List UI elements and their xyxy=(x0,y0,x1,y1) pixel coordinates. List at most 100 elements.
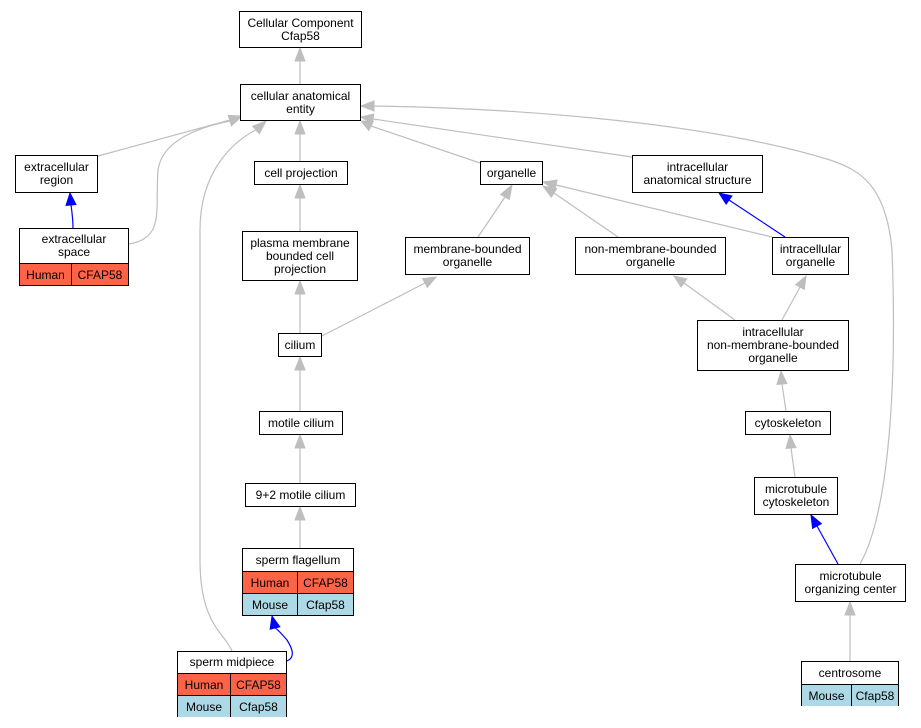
edge-arrowhead xyxy=(294,505,306,521)
node-membrane-bounded-organelle[interactable]: membrane-bounded organelle xyxy=(405,237,530,275)
node-label: non-membrane-bounded organelle xyxy=(584,242,717,269)
edge-arrowhead xyxy=(672,275,688,288)
gene-cell: Cfap58 xyxy=(297,594,353,615)
node-cytoskeleton[interactable]: cytoskeleton xyxy=(745,411,831,435)
edge-intracellular_nmbo-to-non_membrane_bounded_organelle xyxy=(683,282,736,321)
edge-arrowhead xyxy=(294,119,306,135)
node-label: plasma membrane bounded cell projection xyxy=(250,235,350,276)
species-cell: Human xyxy=(243,572,297,593)
edge-arrowhead xyxy=(269,614,281,630)
species-cell: Mouse xyxy=(178,696,230,717)
edge-arrowhead xyxy=(294,433,306,449)
node-centrosome[interactable]: centrosome Mouse Cfap58 xyxy=(801,661,899,706)
node-label: extracellular space xyxy=(41,232,107,259)
annotation-row-human: Human CFAP58 xyxy=(178,673,286,695)
edge-extracellular_space-to-cae xyxy=(128,120,231,245)
node-label: intracellular non-membrane-bounded organ… xyxy=(706,325,840,365)
edge-arrowhead xyxy=(794,274,807,291)
species-cell: Mouse xyxy=(802,685,851,706)
node-label: membrane-bounded organelle xyxy=(413,242,522,269)
gene-cell: CFAP58 xyxy=(297,572,353,593)
node-label: intracellular organelle xyxy=(779,242,842,269)
edge-non_membrane_bounded_organelle-to-organelle xyxy=(553,192,619,238)
node-label: cilium xyxy=(284,337,316,352)
node-label: microtubule cytoskeleton xyxy=(762,482,830,509)
edge-arrowhead xyxy=(785,433,797,449)
edge-sperm_midpiece-to-cae xyxy=(199,129,257,652)
edge-intracellular_anatomical_structure-to-cae xyxy=(372,118,633,158)
edge-arrowhead xyxy=(421,276,438,289)
edge-arrowhead xyxy=(294,355,306,371)
gene-cell: Cfap58 xyxy=(230,696,286,717)
node-microtubule-cytoskeleton[interactable]: microtubule cytoskeleton xyxy=(754,477,838,515)
gene-cell: CFAP58 xyxy=(71,264,128,285)
edge-microtubule_cytoskeleton-to-cytoskeleton xyxy=(790,447,796,478)
node-intracellular-organelle[interactable]: intracellular organelle xyxy=(772,237,849,275)
edge-intracellular_nmbo-to-intracellular_organelle xyxy=(781,286,801,321)
edge-arrowhead xyxy=(844,600,856,616)
gene-cell: CFAP58 xyxy=(230,674,286,695)
species-cell: Human xyxy=(20,264,71,285)
edge-intracellular_organelle-to-organelle xyxy=(555,184,773,238)
node-motile-cilium[interactable]: motile cilium xyxy=(259,411,343,435)
edge-arrowhead xyxy=(251,120,268,135)
annotation-row-human: Human CFAP58 xyxy=(243,571,353,593)
node-label: Cellular Component Cfap58 xyxy=(247,15,354,43)
node-cilium[interactable]: cilium xyxy=(278,333,322,357)
edge-extracellular_space-to-extracellular_region xyxy=(70,204,74,229)
node-intracellular-non-membrane-bounded-organelle[interactable]: intracellular non-membrane-bounded organ… xyxy=(697,320,849,371)
edge-arrowhead xyxy=(499,183,513,201)
edge-arrowhead xyxy=(359,100,375,112)
edge-arrowhead xyxy=(717,192,733,205)
edge-arrowhead xyxy=(294,46,306,62)
node-9-2-motile-cilium[interactable]: 9+2 motile cilium xyxy=(245,483,356,507)
node-label: cell projection xyxy=(264,165,338,180)
annotation-row-mouse: Mouse Cfap58 xyxy=(178,695,286,717)
species-cell: Human xyxy=(178,674,230,695)
node-label: cytoskeleton xyxy=(754,415,822,430)
node-microtubule-organizing-center[interactable]: microtubule organizing center xyxy=(795,564,906,602)
edge-arrowhead xyxy=(541,179,558,191)
node-extracellular-space[interactable]: extracellular space Human CFAP58 xyxy=(19,228,129,286)
gene-cell: Cfap58 xyxy=(851,685,898,706)
node-cellular-component-root[interactable]: Cellular Component Cfap58 xyxy=(239,11,362,48)
node-non-membrane-bounded-organelle[interactable]: non-membrane-bounded organelle xyxy=(575,237,726,275)
node-sperm-flagellum[interactable]: sperm flagellum Human CFAP58 Mouse Cfap5… xyxy=(242,548,354,616)
node-label: organelle xyxy=(486,165,537,180)
node-extracellular-region[interactable]: extracellular region xyxy=(15,155,98,193)
edge-arrowhead xyxy=(294,279,306,295)
edge-cilium-to-membrane_bounded_organelle xyxy=(321,282,426,337)
node-plasma-membrane-bounded-cell-projection[interactable]: plasma membrane bounded cell projection xyxy=(242,231,358,281)
edge-sperm_midpiece-to-sperm_flagellum xyxy=(274,627,293,662)
node-label: extracellular region xyxy=(24,160,89,187)
node-sperm-midpiece[interactable]: sperm midpiece Human CFAP58 Mouse Cfap58 xyxy=(177,651,287,717)
node-label: microtubule organizing center xyxy=(804,569,897,596)
edge-arrowhead xyxy=(810,513,823,530)
edge-organelle-to-cae xyxy=(370,125,481,164)
edge-intracellular_organelle-to-intracellular_anatomical_structure xyxy=(728,199,786,238)
edge-arrowhead xyxy=(294,183,306,199)
edge-arrowhead xyxy=(359,113,375,125)
edge-mtoc-to-microtubule_cytoskeleton xyxy=(816,525,839,565)
node-organelle[interactable]: organelle xyxy=(480,161,543,185)
edge-membrane_bounded_organelle-to-organelle xyxy=(477,196,506,238)
node-cellular-anatomical-entity[interactable]: cellular anatomical entity xyxy=(240,84,361,121)
species-cell: Mouse xyxy=(243,594,297,615)
annotation-row-mouse: Mouse Cfap58 xyxy=(802,684,898,706)
annotation-row-human: Human CFAP58 xyxy=(20,263,128,285)
edge-arrowhead xyxy=(227,115,242,127)
edge-mtoc-to-cae xyxy=(373,105,895,565)
edge-arrowhead xyxy=(65,191,77,206)
node-intracellular-anatomical-structure[interactable]: intracellular anatomical structure xyxy=(632,155,763,193)
annotation-row-mouse: Mouse Cfap58 xyxy=(243,593,353,615)
node-label: cellular anatomical entity xyxy=(250,88,351,116)
edge-arrowhead xyxy=(776,369,788,385)
node-label: centrosome xyxy=(818,665,882,680)
node-label: intracellular anatomical structure xyxy=(643,160,752,187)
node-label: motile cilium xyxy=(267,415,334,430)
node-cell-projection[interactable]: cell projection xyxy=(254,161,348,185)
node-label: 9+2 motile cilium xyxy=(255,487,346,502)
node-label: sperm midpiece xyxy=(189,655,275,669)
